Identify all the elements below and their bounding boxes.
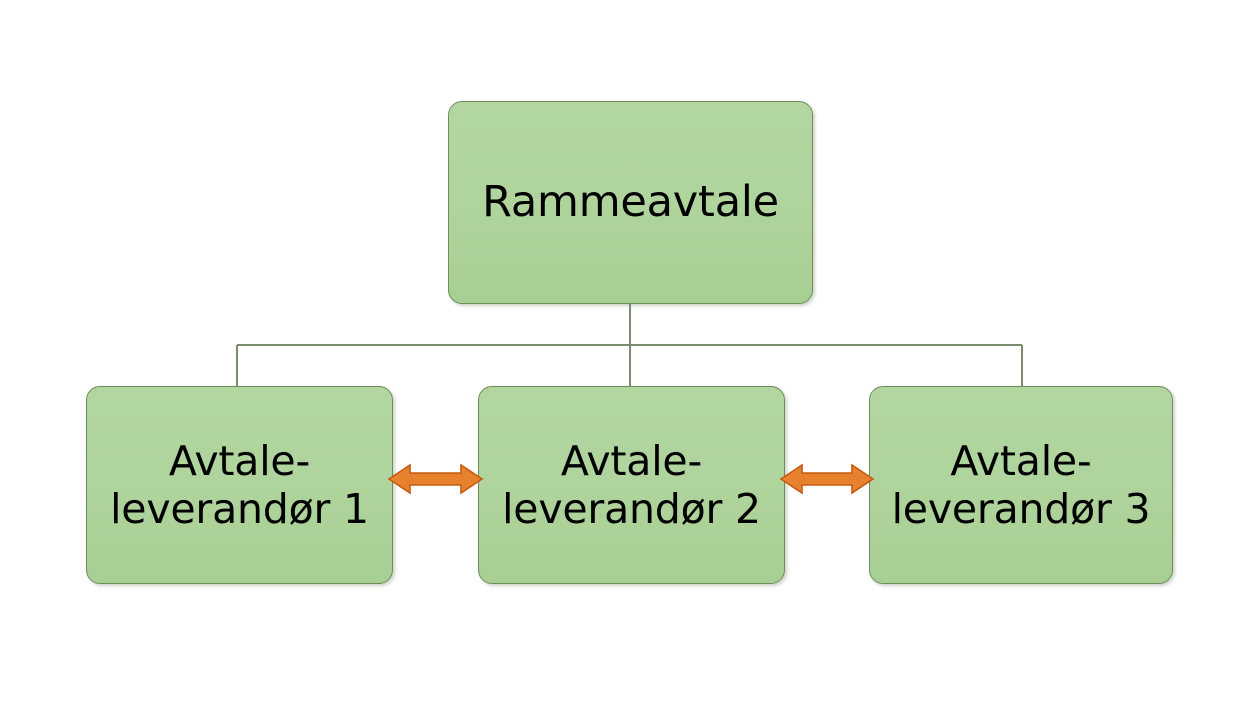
tree-connector-lines — [236, 304, 1023, 388]
node-rammeavtale-label: Rammeavtale — [482, 177, 779, 228]
arrow-child-2-child-3[interactable] — [779, 457, 875, 501]
node-avtaleleverandor-3-label: Avtale- leverandør 3 — [891, 436, 1151, 533]
node-avtaleleverandor-2[interactable]: Avtale- leverandør 2 — [478, 386, 785, 584]
node-avtaleleverandor-1-label: Avtale- leverandør 1 — [110, 436, 369, 533]
node-avtaleleverandor-1[interactable]: Avtale- leverandør 1 — [86, 386, 393, 584]
arrow-child-1-child-2[interactable] — [387, 457, 484, 501]
node-avtaleleverandor-2-label: Avtale- leverandør 2 — [502, 436, 761, 533]
node-avtaleleverandor-3[interactable]: Avtale- leverandør 3 — [869, 386, 1173, 584]
node-rammeavtale[interactable]: Rammeavtale — [448, 101, 813, 304]
double-arrow-shape — [387, 463, 484, 495]
double-arrow-shape — [779, 463, 875, 495]
